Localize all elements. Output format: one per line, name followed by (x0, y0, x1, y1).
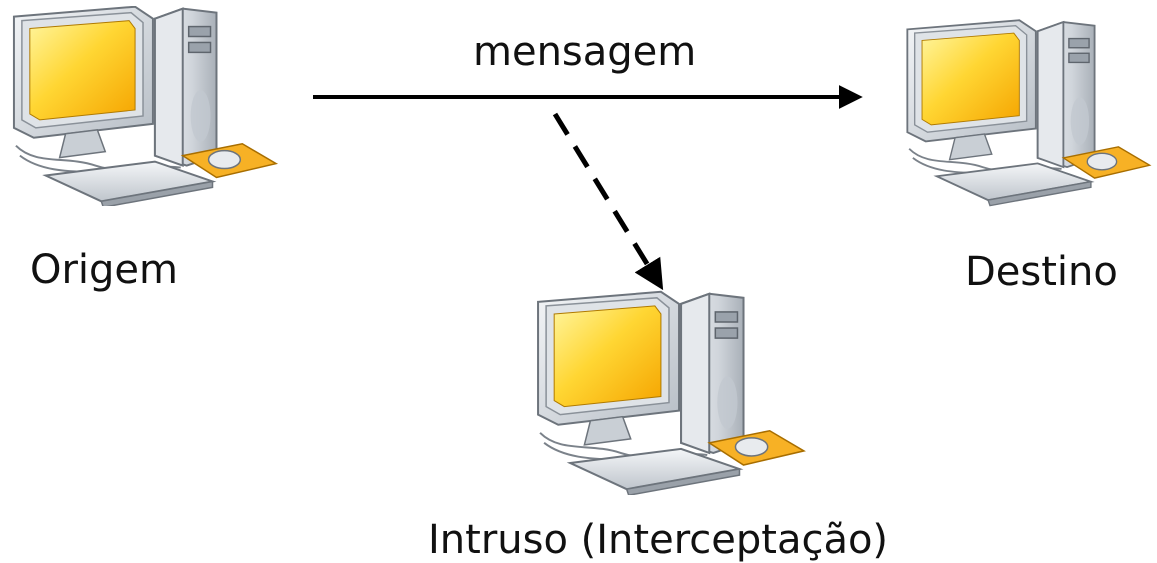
message-label: mensagem (473, 29, 697, 75)
origin-label: Origem (30, 247, 179, 293)
intruder-label: Intruso (Interceptação) (428, 517, 889, 563)
interception-arrow (552, 112, 664, 291)
destination-label: Destino (965, 249, 1118, 295)
